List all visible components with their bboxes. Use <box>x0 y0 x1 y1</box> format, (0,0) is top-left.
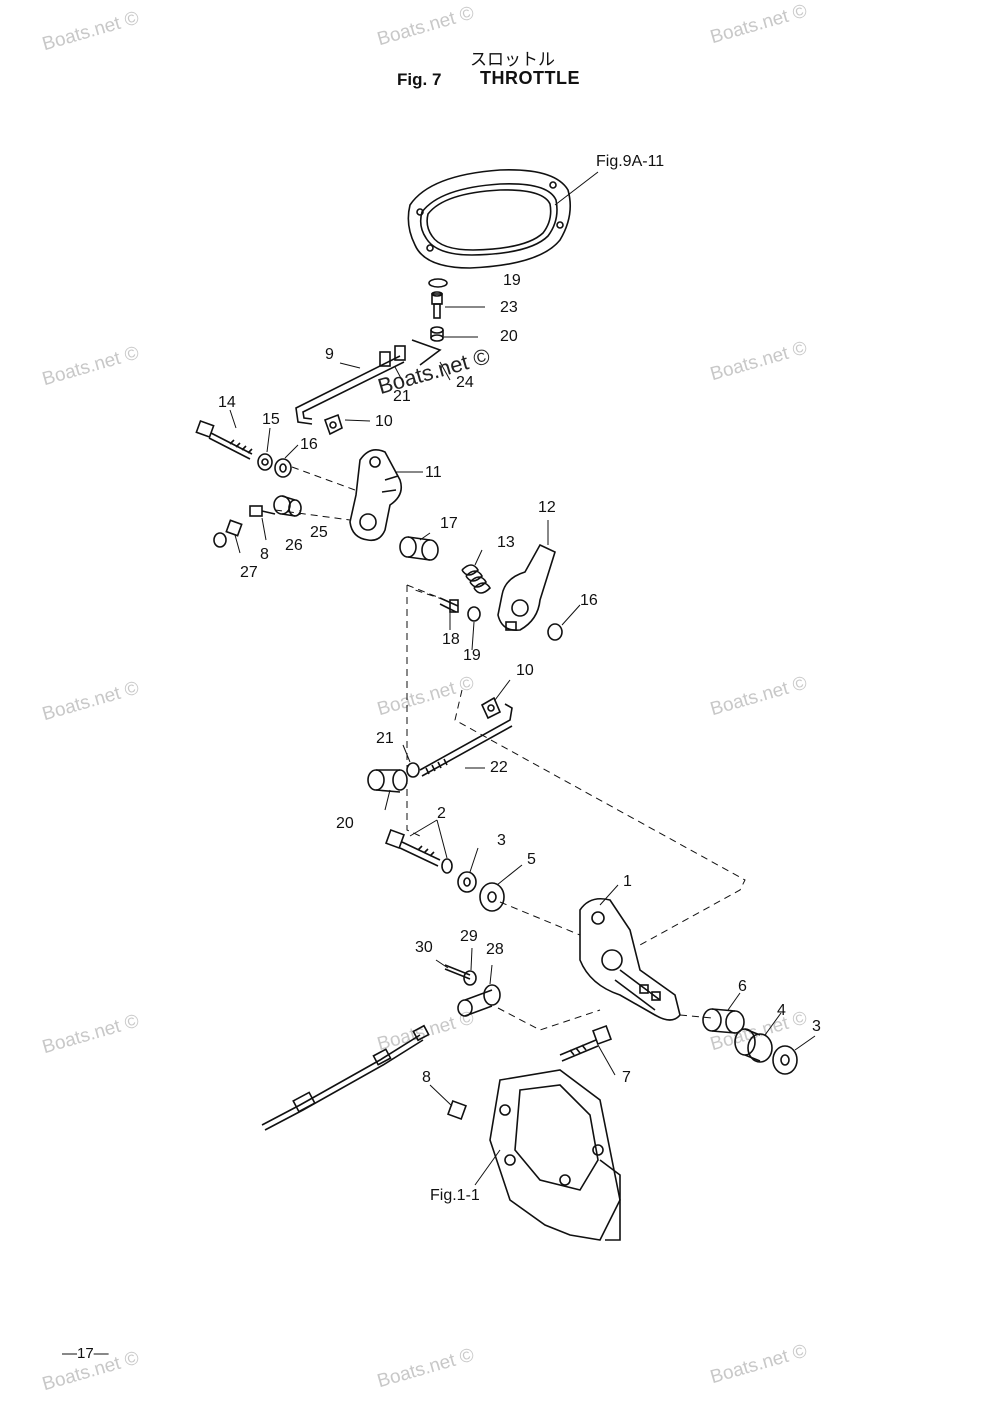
rod-22 <box>419 703 513 777</box>
reference-fig-1-1: Fig.1-1 <box>430 1187 480 1204</box>
engine-housing <box>489 1069 621 1241</box>
nut-8-upper <box>225 519 243 537</box>
callout-7: 7 <box>622 1069 631 1086</box>
callout-21: 21 <box>393 388 411 405</box>
bushing-25 <box>273 495 302 517</box>
callout-15: 15 <box>262 411 280 428</box>
callout-10-lower: 10 <box>516 662 534 679</box>
washer-2 <box>441 858 453 874</box>
callout-3: 3 <box>497 832 506 849</box>
throttle-arm-11 <box>349 449 403 542</box>
page-number: —17— <box>62 1345 109 1362</box>
washer-21-lower <box>406 762 420 778</box>
callout-20-lower: 20 <box>336 815 354 832</box>
callout-27: 27 <box>240 564 258 581</box>
callout-8-lower: 8 <box>422 1069 431 1086</box>
collar-20-top <box>430 326 444 342</box>
washer-19 <box>467 606 481 622</box>
callout-14: 14 <box>218 394 236 411</box>
title-japanese: スロットル <box>470 50 555 70</box>
callout-9: 9 <box>325 346 334 363</box>
nut-8-lower <box>447 1100 467 1120</box>
callout-22: 22 <box>490 759 508 776</box>
callout-29: 29 <box>460 928 478 945</box>
screw-18 <box>439 597 459 613</box>
washer-29 <box>463 970 477 986</box>
callout-19: 19 <box>503 272 521 289</box>
callout-20: 20 <box>500 328 518 345</box>
collar-20-lower <box>367 769 408 793</box>
assembly-lines <box>274 466 746 1031</box>
pin-23 <box>431 291 443 319</box>
washer-3-right <box>772 1045 798 1075</box>
bolt-2 <box>385 829 441 867</box>
reference-fig-9a-11: Fig.9A-11 <box>596 153 665 170</box>
plate-washer-5 <box>479 882 505 912</box>
callout-4: 4 <box>777 1002 786 1019</box>
callout-12: 12 <box>538 499 556 516</box>
callout-23: 23 <box>500 299 518 316</box>
collar-17 <box>399 536 439 561</box>
throttle-rod-9 <box>295 339 442 425</box>
washer-19-top <box>428 278 448 288</box>
throttle-bracket-1 <box>579 897 681 1021</box>
figure-title: THROTTLE <box>480 68 580 88</box>
callout-30: 30 <box>415 939 433 956</box>
leader-lines <box>229 171 816 1186</box>
callout-11: 11 <box>425 464 442 481</box>
callout-17: 17 <box>440 515 458 532</box>
callout-25: 25 <box>310 524 328 541</box>
washer-16 <box>274 458 292 478</box>
callout-28: 28 <box>486 941 504 958</box>
callout-2: 2 <box>437 805 446 822</box>
collar-6 <box>702 1008 745 1034</box>
callout-8: 8 <box>260 546 269 563</box>
link-joint-10-lower <box>480 696 502 720</box>
callout-24: 24 <box>456 374 474 391</box>
callout-21-lower: 21 <box>376 730 394 747</box>
bolt-14 <box>195 419 253 460</box>
link-joint-10-top <box>323 413 343 436</box>
callout-5: 5 <box>527 851 536 868</box>
callout-26: 26 <box>285 537 303 554</box>
spring-13 <box>461 564 492 594</box>
washer-15 <box>257 453 273 471</box>
screw-26 <box>249 505 276 517</box>
callout-19-lower: 19 <box>463 647 481 664</box>
washer-16-right <box>547 623 563 641</box>
callout-18: 18 <box>442 631 460 648</box>
gasket-ring <box>407 169 571 269</box>
lever-12 <box>497 543 556 632</box>
callout-1: 1 <box>623 873 632 890</box>
callout-13: 13 <box>497 534 515 551</box>
callout-16: 16 <box>300 436 318 453</box>
figure-label: Fig. 7 <box>397 70 442 89</box>
washer-27 <box>213 532 227 548</box>
callout-3-right: 3 <box>812 1018 821 1035</box>
throttle-cable <box>261 1024 430 1131</box>
bush-4 <box>734 1028 773 1063</box>
bolt-7 <box>559 1025 612 1062</box>
callout-16-right: 16 <box>580 592 598 609</box>
callout-6: 6 <box>738 978 747 995</box>
joint-28 <box>457 984 501 1017</box>
callout-10: 10 <box>375 413 393 430</box>
washer-3 <box>457 871 477 893</box>
